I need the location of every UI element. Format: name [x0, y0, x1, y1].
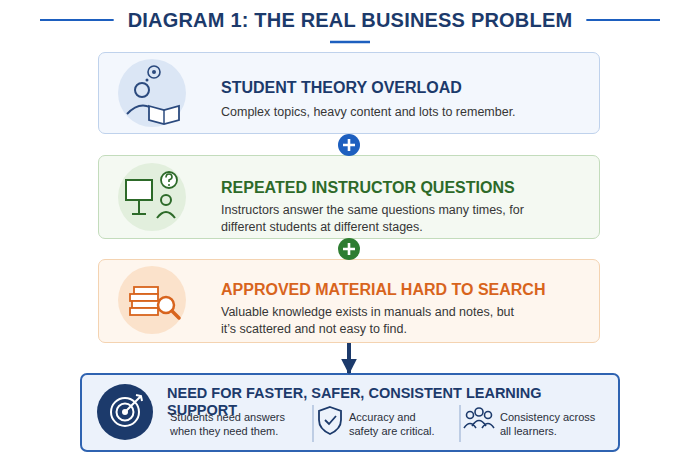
student-icon — [146, 79, 149, 82]
problem-box: REPEATED INSTRUCTOR QUESTIONS Instructors… — [98, 155, 600, 239]
box-heading: APPROVED MATERIAL HARD TO SEARCH — [221, 280, 591, 299]
student-icon — [152, 70, 156, 74]
plus-symbol — [338, 238, 360, 260]
instructor-icon — [118, 163, 186, 231]
people-icon — [475, 408, 483, 416]
shield-icon — [325, 416, 336, 424]
box-body: Complex topics, heavy content and lots t… — [221, 104, 591, 121]
title-rule — [586, 19, 660, 21]
search-books-icon — [172, 311, 179, 318]
target-icon — [125, 395, 142, 412]
divider-line — [312, 405, 313, 442]
box-body: Instructors answer the same questions ma… — [221, 202, 546, 237]
target-icon — [122, 409, 128, 415]
search-books-icon — [118, 266, 186, 334]
student-icon — [135, 83, 149, 97]
arrow-connector — [347, 343, 351, 373]
people-icon — [464, 408, 494, 428]
search-books-icon — [132, 301, 160, 308]
benefit-text: Accuracy and safety are critical. — [349, 410, 444, 439]
divider-line — [459, 405, 460, 442]
plus-symbol — [338, 238, 360, 260]
title-underline — [330, 41, 370, 44]
instructor-icon — [157, 212, 175, 218]
student-icon — [127, 105, 157, 114]
shield-icon — [319, 407, 341, 434]
box-heading: STUDENT THEORY OVERLOAD — [221, 78, 591, 97]
target-icon — [97, 384, 153, 440]
instructor-icon — [161, 195, 171, 205]
search-books-icon — [130, 294, 158, 301]
title-rule — [40, 19, 114, 21]
instructor-icon — [166, 174, 172, 182]
plus-symbol — [338, 134, 360, 156]
instructor-icon — [132, 200, 146, 214]
instructor-icon — [161, 172, 177, 188]
target-icon — [117, 404, 134, 421]
people-icon — [467, 412, 474, 419]
box-heading: REPEATED INSTRUCTOR QUESTIONS — [221, 178, 591, 197]
search-books-icon — [118, 266, 186, 334]
connector-layer — [349, 343, 350, 373]
search-books-icon — [134, 287, 158, 294]
problem-box: APPROVED MATERIAL HARD TO SEARCH Valuable… — [98, 259, 600, 343]
student-icon — [148, 66, 160, 78]
shield-icon — [319, 407, 341, 434]
instructor-icon — [168, 184, 170, 186]
benefit-text: Consistency across all learners. — [500, 410, 600, 439]
student-icon — [149, 106, 179, 124]
people-icon — [485, 412, 492, 419]
target-icon — [111, 398, 139, 426]
box-body: Valuable knowledge exists in manuals and… — [221, 304, 531, 339]
student-icon — [118, 59, 186, 127]
diagram-title: DIAGRAM 1: THE REAL BUSINESS PROBLEM — [128, 9, 573, 31]
search-books-icon — [158, 297, 174, 313]
plus-symbol — [343, 139, 355, 151]
target-icon — [97, 384, 153, 440]
plus-symbol — [343, 243, 355, 255]
search-books-icon — [130, 308, 158, 315]
title-wrap: DIAGRAM 1: THE REAL BUSINESS PROBLEM — [0, 9, 700, 32]
student-icon — [118, 59, 186, 127]
instructor-icon — [126, 180, 152, 200]
people-icon — [464, 421, 494, 429]
need-box: NEED FOR FASTER, SAFER, CONSISTENT LEARN… — [80, 373, 620, 452]
instructor-icon — [118, 163, 186, 231]
benefit-text: Students need answers when they need the… — [170, 410, 292, 439]
student-icon — [163, 110, 165, 124]
problem-box: STUDENT THEORY OVERLOAD Complex topics, h… — [98, 52, 600, 134]
plus-symbol — [338, 134, 360, 156]
divider-line — [313, 405, 460, 442]
